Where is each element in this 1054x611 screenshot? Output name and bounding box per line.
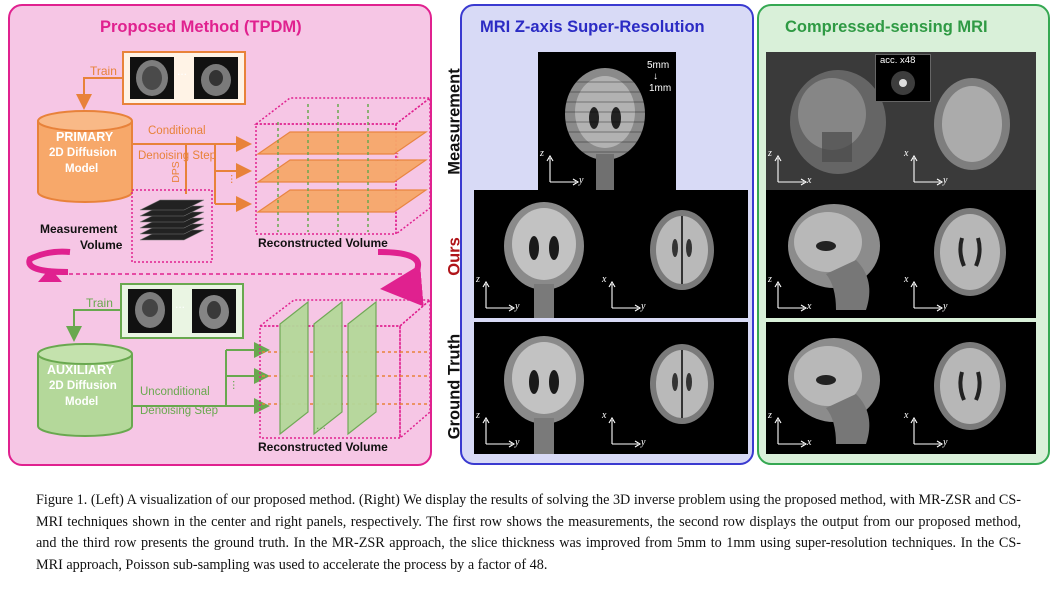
ellipsis-top-volume: ... (394, 151, 409, 163)
axis-y-label: y (943, 301, 948, 312)
sr-measurement-image (538, 52, 676, 190)
axis-y-label: y (943, 437, 948, 448)
auxiliary-model-cylinder (37, 354, 133, 437)
axis-y-label: y (641, 437, 646, 448)
conditional-step-line1: Conditional (148, 125, 206, 137)
cs-ours-axial-image (902, 190, 1036, 318)
axis-z-label: z (768, 274, 772, 285)
thickness-from: 5mm (647, 60, 670, 71)
ellipsis-bottom-arrows: ... (230, 379, 245, 391)
axes-sr-ours-coronal: z y (476, 274, 522, 312)
axis-x-label: x (904, 148, 909, 159)
axes-cs-ours-sagittal: z x (768, 274, 814, 312)
axes-cs-gt-sagittal: z x (768, 410, 814, 448)
super-resolution-title: MRI Z-axis Super-Resolution (480, 18, 705, 36)
cs-gt-axial-image (902, 322, 1036, 454)
primary-model-line2: 2D Diffusion (49, 147, 117, 159)
reconstructed-volume-bottom-label: Reconstructed Volume (258, 440, 388, 454)
axis-z-label: z (768, 148, 772, 159)
sr-gt-coronal-image (474, 322, 612, 454)
axis-y-label: y (515, 437, 520, 448)
axis-x-label: x (807, 301, 812, 312)
measurement-volume-box (131, 189, 213, 263)
measurement-volume-line2: Volume (80, 238, 123, 252)
axes-sr-gt-axial: x y (602, 410, 648, 448)
thickness-arrow: ↓ (653, 71, 658, 82)
axis-y-label: y (641, 301, 646, 312)
primary-model-line1: PRIMARY (56, 130, 114, 144)
auxiliary-model-line2: 2D Diffusion (49, 380, 117, 392)
figure-caption: Figure 1. (Left) A visualization of our … (36, 492, 1021, 573)
axis-x-label: x (904, 274, 909, 285)
axis-z-label: z (768, 410, 772, 421)
axis-z-label: z (476, 410, 480, 421)
sr-ours-axial-image (612, 190, 748, 318)
thickness-to: 1mm (649, 83, 672, 94)
cs-gt-sagittal-image (766, 322, 902, 454)
axes-sr-gt-coronal: z y (476, 410, 522, 448)
axis-x-label: x (807, 437, 812, 448)
ellipsis-top-arrows: ... (228, 173, 243, 185)
cs-ours-sagittal-image (766, 190, 902, 318)
method-panel-title: Proposed Method (TPDM) (100, 18, 302, 36)
conditional-step-line2: Denoising Step (138, 150, 216, 162)
unconditional-step-line2: Denoising Step (140, 405, 218, 417)
ellipsis-bottom-train: ... (175, 297, 186, 311)
kspace-mask-image (875, 54, 931, 102)
axis-z-label: z (540, 148, 544, 159)
compressed-sensing-title: Compressed-sensing MRI (785, 18, 988, 36)
axis-y-label: y (515, 301, 520, 312)
reconstructed-volume-top-label: Reconstructed Volume (258, 236, 388, 250)
axis-z-label: z (476, 274, 480, 285)
train-label-bottom: Train (86, 296, 113, 310)
axis-x-label: x (602, 410, 607, 421)
axes-cs-ours-axial: x y (904, 274, 950, 312)
axis-y-label: y (579, 175, 584, 186)
method-diagram (26, 51, 432, 440)
sr-ours-coronal-image (474, 190, 612, 318)
primary-model-cylinder (37, 121, 133, 203)
axes-sr-meas: z y (540, 148, 586, 186)
axis-x-label: x (904, 410, 909, 421)
axis-y-label: y (943, 175, 948, 186)
auxiliary-model-line3: Model (65, 396, 99, 408)
acc-label: acc. x48 (880, 55, 916, 66)
ellipsis-top-train: ... (177, 64, 188, 78)
axes-sr-ours-axial: x y (602, 274, 648, 312)
cs-measurement-sagittal-image (766, 52, 902, 190)
axis-x-label: x (602, 274, 607, 285)
dps-label: DPS (169, 161, 182, 183)
primary-model-line3: Model (65, 163, 99, 175)
ellipsis-bottom-volume: ... (316, 418, 327, 432)
unconditional-step-line1: Unconditional (140, 386, 210, 398)
axes-cs-meas-axial: x y (904, 148, 950, 186)
sr-gt-axial-image (612, 322, 748, 454)
axes-cs-meas-sagittal: z x (768, 148, 814, 186)
auxiliary-model-line1: AUXILIARY (47, 363, 114, 377)
axes-cs-gt-axial: x y (904, 410, 950, 448)
measurement-volume-line1: Measurement (40, 222, 118, 236)
train-label-top: Train (90, 64, 117, 78)
axis-x-label: x (807, 175, 812, 186)
